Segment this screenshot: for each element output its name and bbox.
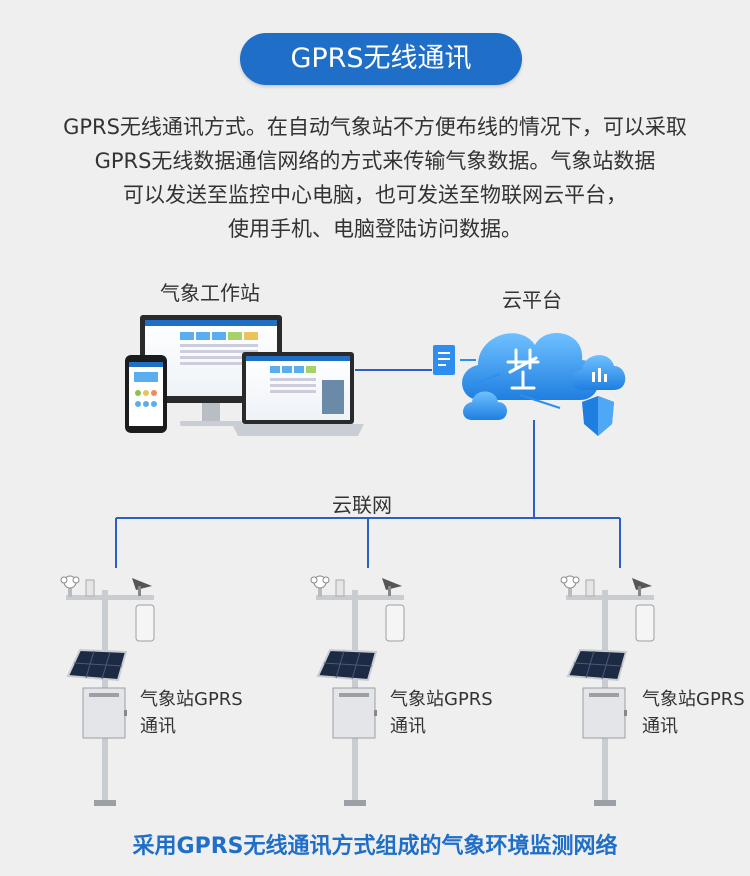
station-label-line1: 气象站GPRS [642, 689, 745, 710]
station-label-line1: 气象站GPRS [140, 689, 243, 710]
station-label-line2: 通讯 [390, 716, 426, 737]
station-label: 气象站GPRS 通讯 [140, 686, 243, 740]
station-label: 气象站GPRS 通讯 [642, 686, 750, 740]
intro-line: GPRS无线数据通信网络的方式来传输气象数据。气象站数据 [94, 149, 656, 173]
intro-paragraph: GPRS无线通讯方式。在自动气象站不方便布线的情况下，可以采取 GPRS无线数据… [10, 110, 740, 246]
intro-line: 使用手机、电脑登陆访问数据。 [228, 217, 522, 241]
footer-caption: 采用GPRS无线通讯方式组成的气象环境监测网络 [132, 834, 618, 859]
weather-station [560, 575, 655, 807]
station-label: 气象站GPRS 通讯 [390, 686, 493, 740]
station-label-line1: 气象站GPRS [390, 689, 493, 710]
station-label-line2: 通讯 [140, 716, 176, 737]
intro-line: 可以发送至监控中心电脑，也可发送至物联网云平台， [123, 183, 627, 207]
section-title: GPRS无线通讯 [240, 33, 522, 85]
intro-line: GPRS无线通讯方式。在自动气象站不方便布线的情况下，可以采取 [63, 115, 687, 139]
cloud-network-label: 云联网 [332, 493, 392, 517]
station-label-line2: 通讯 [642, 716, 678, 737]
cloud-platform-label: 云平台 [502, 288, 562, 312]
workstation-devices [125, 315, 364, 436]
workstation-label: 气象工作站 [160, 281, 260, 305]
cloud-platform-icon [433, 333, 626, 436]
